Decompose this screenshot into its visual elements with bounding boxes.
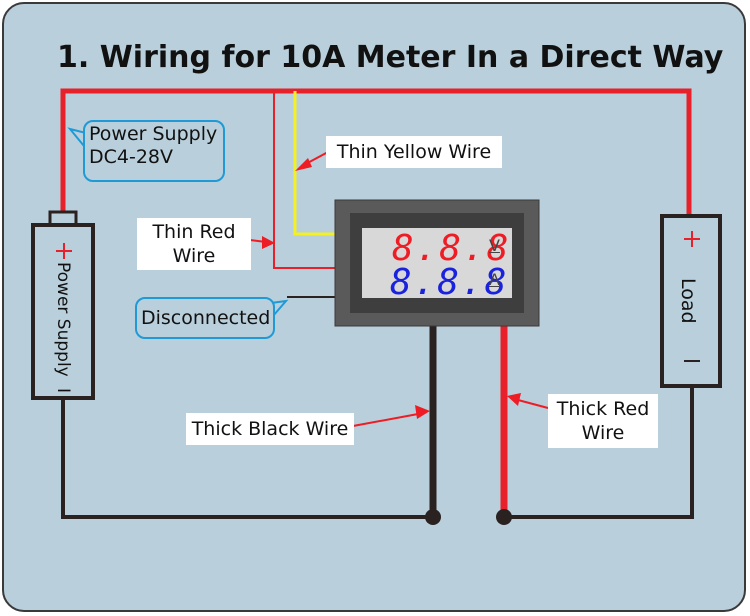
load-label-text: Load: [677, 278, 699, 324]
black-wire-bottom-left: [61, 398, 433, 519]
callout-power-supply-line1: Power Supply: [89, 123, 218, 145]
arrow-thin-red: [249, 236, 275, 249]
power-supply-label-text: Power Supply: [53, 262, 73, 377]
thin-yellow-wire: [293, 91, 336, 236]
label-thin-yellow-wire: Thin Yellow Wire: [326, 136, 502, 168]
callout-disconnected-text: Disconnected: [141, 307, 271, 329]
arrow-thick-red: [507, 393, 549, 409]
load-label: Load: [677, 278, 699, 324]
power-supply-negative-sign: I: [53, 388, 73, 394]
callout-power-supply-line2: DC4-28V: [89, 146, 174, 168]
thin-red-wire: [273, 91, 336, 269]
red-wire-top: [60, 88, 692, 216]
label-thick-red-wire: Thick Red Wire: [548, 394, 658, 448]
label-thick-black-wire-text: Thick Black Wire: [191, 418, 349, 440]
arrow-yellow: [295, 151, 329, 171]
label-thick-red-wire-line1: Thick Red: [556, 398, 650, 420]
callout-disconnected: Disconnected: [135, 297, 275, 339]
diagram-title: 1. Wiring for 10A Meter In a Direct Way: [57, 40, 724, 75]
label-thin-red-wire-line2: Wire: [172, 245, 216, 267]
callout-power-supply: Power Supply DC4-28V: [83, 120, 225, 182]
current-display: 8.8.8: [390, 262, 509, 303]
junction-right: [496, 509, 512, 525]
meter-screen: [362, 228, 512, 298]
junction-left: [425, 509, 441, 525]
label-thin-red-wire: Thin Red Wire: [137, 218, 251, 270]
voltage-display: 8.8.8: [392, 228, 511, 269]
label-thick-black-wire: Thick Black Wire: [186, 413, 354, 445]
power-supply-label: Power Supply I: [53, 262, 73, 393]
voltage-unit: V: [489, 236, 500, 255]
black-wire-bottom-right: [504, 386, 694, 519]
label-thin-yellow-wire-text: Thin Yellow Wire: [336, 141, 492, 163]
label-thin-red-wire-line1: Thin Red: [152, 221, 236, 243]
current-unit: A: [489, 270, 500, 289]
label-thick-red-wire-line2: Wire: [581, 422, 625, 444]
arrow-thick-black: [352, 405, 430, 427]
